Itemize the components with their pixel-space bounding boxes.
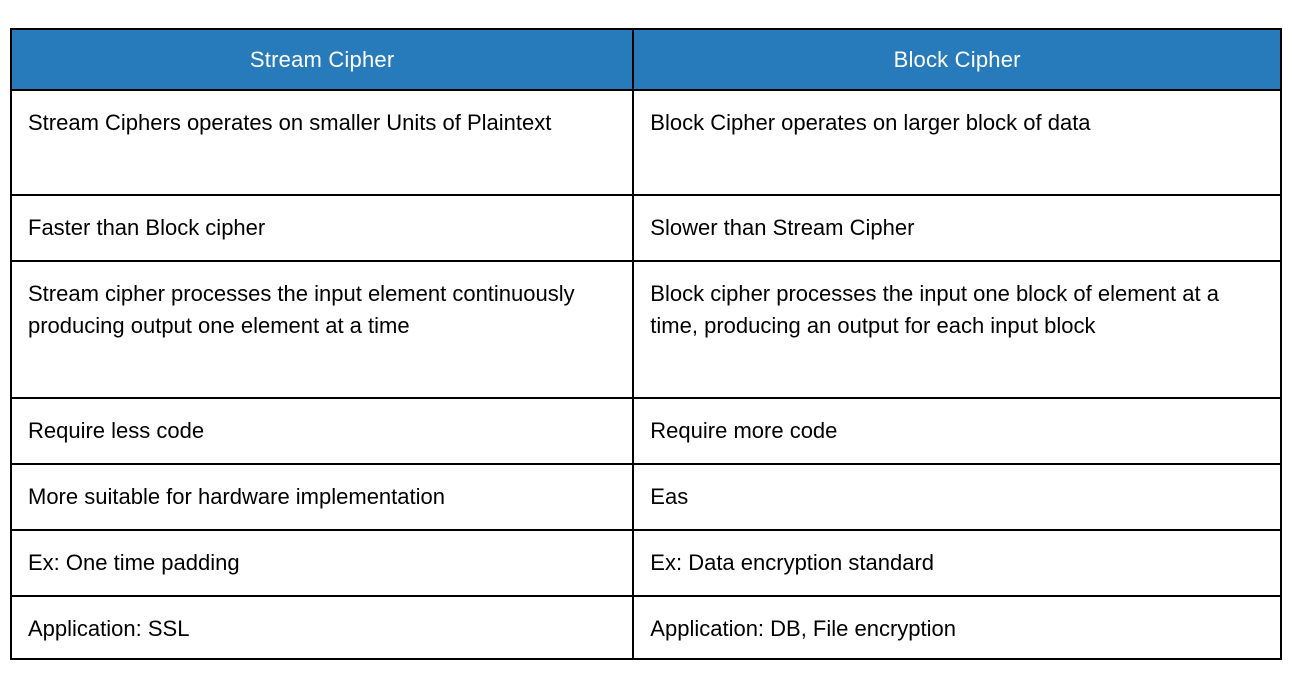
header-cell-stream-cipher: Stream Cipher bbox=[9, 28, 635, 91]
table-row: More suitable for hardware implementatio… bbox=[9, 463, 1282, 531]
cell-stream-speed: Faster than Block cipher bbox=[9, 194, 635, 262]
header-cell-block-cipher: Block Cipher bbox=[632, 28, 1282, 91]
cell-block-speed: Slower than Stream Cipher bbox=[632, 194, 1282, 262]
cell-stream-operates: Stream Ciphers operates on smaller Units… bbox=[9, 89, 635, 196]
table-row: Require less code Require more code bbox=[9, 397, 1282, 465]
cell-block-processing: Block cipher processes the input one blo… bbox=[632, 260, 1282, 399]
table-row: Ex: One time padding Ex: Data encryption… bbox=[9, 529, 1282, 597]
cell-block-application: Application: DB, File encryption bbox=[632, 595, 1282, 660]
table-row: Stream Ciphers operates on smaller Units… bbox=[9, 89, 1282, 196]
table-row: Stream cipher processes the input elemen… bbox=[9, 260, 1282, 399]
cipher-comparison-table: Stream Cipher Block Cipher Stream Cipher… bbox=[9, 28, 1282, 660]
table-row: Application: SSL Application: DB, File e… bbox=[9, 595, 1282, 660]
cell-block-hardware: Eas bbox=[632, 463, 1282, 531]
cell-stream-example: Ex: One time padding bbox=[9, 529, 635, 597]
header-row: Stream Cipher Block Cipher bbox=[9, 28, 1282, 91]
cipher-comparison-table-container: Stream Cipher Block Cipher Stream Cipher… bbox=[9, 28, 1282, 660]
cell-block-code: Require more code bbox=[632, 397, 1282, 465]
cell-stream-code: Require less code bbox=[9, 397, 635, 465]
cell-stream-processing: Stream cipher processes the input elemen… bbox=[9, 260, 635, 399]
cell-stream-hardware: More suitable for hardware implementatio… bbox=[9, 463, 635, 531]
cell-block-operates: Block Cipher operates on larger block of… bbox=[632, 89, 1282, 196]
cell-stream-application: Application: SSL bbox=[9, 595, 635, 660]
table-row: Faster than Block cipher Slower than Str… bbox=[9, 194, 1282, 262]
cell-block-example: Ex: Data encryption standard bbox=[632, 529, 1282, 597]
